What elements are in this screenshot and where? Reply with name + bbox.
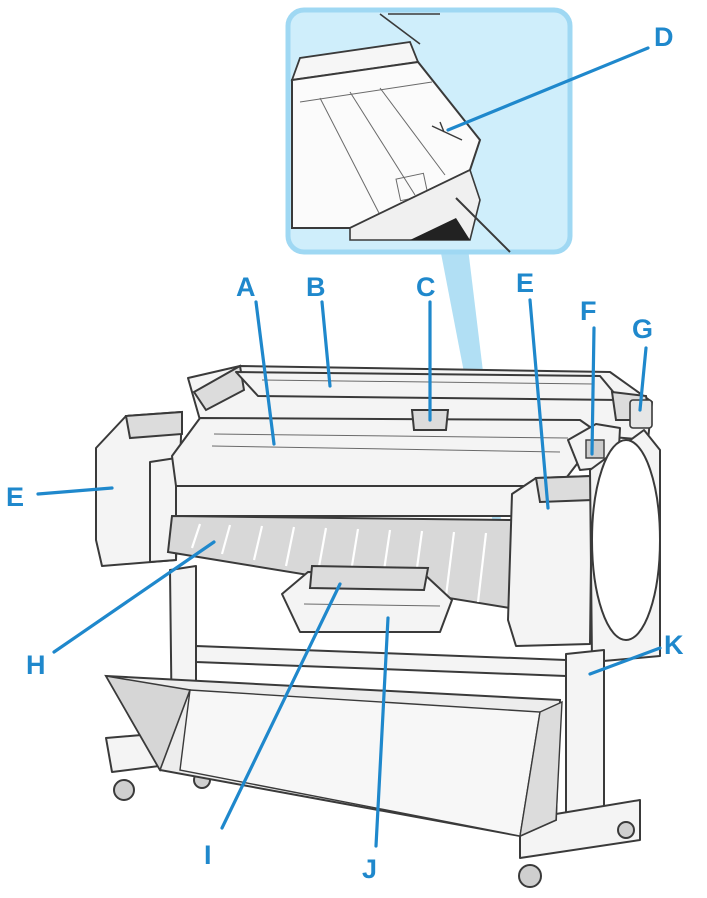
pointer-D — [446, 46, 650, 132]
label-C: C — [416, 272, 436, 302]
label-G: G — [632, 314, 653, 344]
part-labels: A B C D E F G E H I J K — [6, 22, 684, 884]
label-A: A — [236, 272, 256, 302]
pointer-B — [320, 300, 332, 388]
pointer-E-right — [528, 298, 550, 510]
label-F: F — [580, 296, 597, 326]
pointer-I — [220, 582, 342, 830]
pointer-J — [374, 616, 390, 848]
label-B: B — [306, 272, 326, 302]
label-E-right: E — [516, 268, 534, 298]
pointer-E-left — [36, 486, 114, 496]
label-H: H — [26, 650, 46, 680]
label-I: I — [204, 840, 212, 870]
pointer-A — [254, 300, 276, 446]
label-J: J — [362, 854, 377, 884]
label-K: K — [664, 630, 684, 660]
left-ink-cover — [95, 410, 183, 567]
pointer-K — [588, 646, 662, 676]
pointer-G — [638, 346, 648, 412]
pointer-lines — [36, 46, 662, 848]
label-E-left: E — [6, 482, 24, 512]
pointer-F — [590, 326, 596, 456]
magnified-callout — [285, 7, 573, 255]
pointer-H — [52, 540, 216, 654]
output-basket — [104, 674, 563, 838]
label-D: D — [654, 22, 674, 52]
right-ink-cover — [507, 423, 661, 663]
